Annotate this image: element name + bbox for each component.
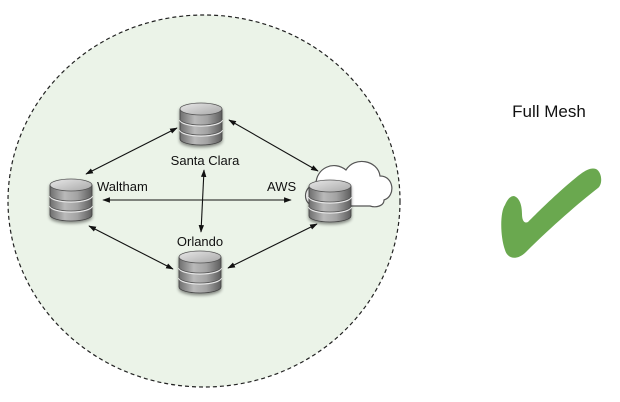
node-orlando[interactable]: Orlando bbox=[177, 234, 223, 294]
database-icon bbox=[308, 179, 352, 223]
link-santa-clara-aws bbox=[228, 119, 319, 172]
node-label-santa-clara: Santa Clara bbox=[171, 153, 240, 168]
database-icon bbox=[49, 178, 93, 222]
database-icon bbox=[179, 102, 223, 146]
node-label-orlando: Orlando bbox=[177, 234, 223, 249]
links bbox=[85, 119, 319, 270]
node-label-waltham: Waltham bbox=[97, 179, 148, 194]
node-santa-clara[interactable]: Santa Clara bbox=[171, 102, 240, 168]
database-icon bbox=[178, 250, 222, 294]
node-label-aws: AWS bbox=[267, 179, 296, 194]
node-waltham[interactable]: Waltham bbox=[49, 178, 148, 222]
node-aws[interactable]: AWS bbox=[267, 160, 393, 223]
diagram-title: Full Mesh bbox=[512, 102, 586, 121]
link-waltham-santa-clara bbox=[85, 127, 178, 175]
checkmark-icon bbox=[501, 168, 602, 258]
link-santa-clara-orlando bbox=[198, 169, 207, 233]
link-waltham-orlando bbox=[88, 225, 174, 270]
link-orlando-aws bbox=[227, 223, 318, 269]
